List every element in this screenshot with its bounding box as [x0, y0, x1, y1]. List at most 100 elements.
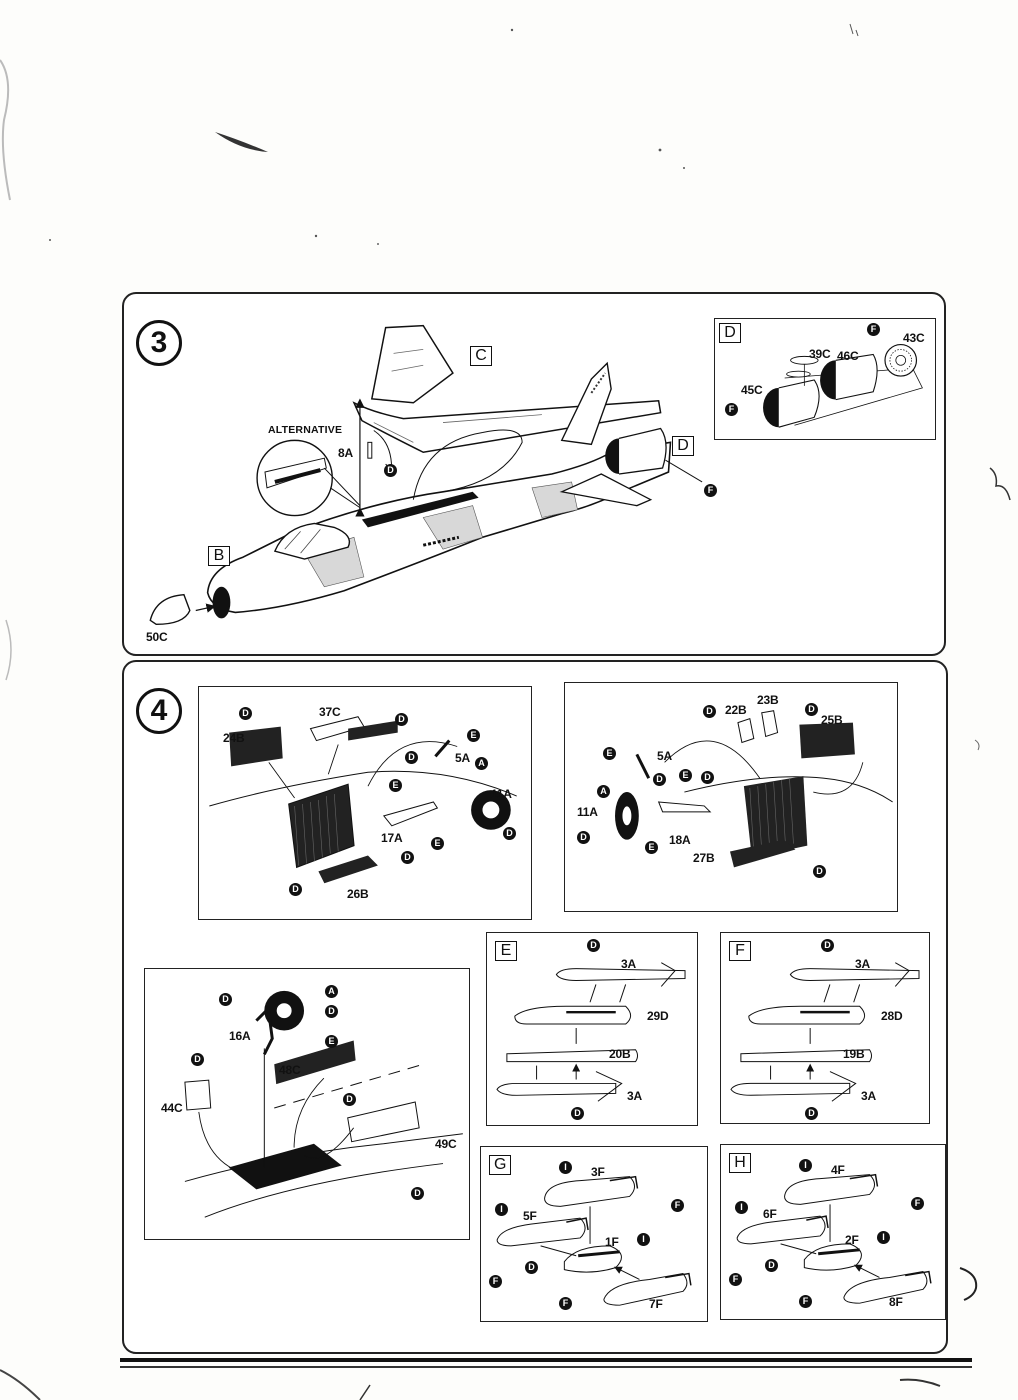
weapon-option-f-frame: F 3A 28D 19B 3A D D	[720, 932, 930, 1124]
part-11a-label: 11A	[491, 787, 512, 801]
weapon-option-e-frame: E 3A 29D 20B 3A D D	[486, 932, 698, 1126]
option-tag-g: G	[489, 1155, 512, 1175]
part-37c-label: 37C	[319, 705, 341, 719]
page-bottom-rule	[120, 1358, 972, 1362]
option-e-part-20b: 20B	[609, 1047, 631, 1061]
paint-marker-d: D	[384, 464, 397, 477]
step-4-panel: 4 24B 37C 5A 11A 17A 26B D D D E A E E D	[122, 660, 948, 1354]
part-50c-label: 50C	[146, 630, 168, 644]
option-h-part-6f: 6F	[763, 1207, 777, 1221]
option-h-marker-d: D	[765, 1259, 778, 1272]
option-h-marker-f-bottom: F	[799, 1295, 812, 1308]
weapon-option-h-frame: H 4F 6F 2F 8F I F I I D F F	[720, 1144, 946, 1320]
option-h-marker-f-left: F	[729, 1273, 742, 1286]
part-26b-label: 26B	[347, 887, 369, 901]
weapon-option-f-drawing	[730, 962, 920, 1102]
part-5a-label-right: 5A	[657, 749, 672, 763]
part-23b-label: 23B	[757, 693, 779, 707]
part-48c-label: 48C	[279, 1063, 301, 1077]
option-tag-e: E	[495, 941, 517, 961]
left-gear-marker-d5: D	[401, 851, 414, 864]
weapon-option-g-frame: G 3F 5F 1F 7F I F I I D F F	[480, 1146, 708, 1322]
option-h-part-8f: 8F	[889, 1295, 903, 1309]
weapon-option-e-drawing	[496, 962, 686, 1102]
option-g-marker-i-left: I	[495, 1203, 508, 1216]
right-gear-marker-a: A	[597, 785, 610, 798]
part-22b-label: 22B	[725, 703, 747, 717]
step-4-number: 4	[136, 688, 182, 734]
nose-gear-marker-d2: D	[325, 1005, 338, 1018]
inset-marker-f-top: F	[867, 323, 880, 336]
left-gear-marker-d2: D	[395, 713, 408, 726]
alternative-caption: ALTERNATIVE	[268, 424, 343, 436]
option-g-marker-f-bottom: F	[559, 1297, 572, 1310]
part-49c-label: 49C	[435, 1137, 457, 1151]
option-e-part-3a-top: 3A	[621, 957, 636, 971]
aircraft-assembly-drawing	[149, 324, 703, 626]
left-gear-marker-e3: E	[431, 837, 444, 850]
option-f-part-3a-top: 3A	[855, 957, 870, 971]
inset-tag-d: D	[719, 323, 741, 343]
part-group-tag-b: B	[208, 546, 230, 566]
option-g-marker-i-right: I	[637, 1233, 650, 1246]
nose-gear-frame: 16A 48C 44C 49C D A D E D D D	[144, 968, 470, 1240]
option-g-marker-f-left: F	[489, 1275, 502, 1288]
part-25b-label: 25B	[821, 713, 843, 727]
option-g-marker-f-right: F	[671, 1199, 684, 1212]
right-gear-marker-d5: D	[577, 831, 590, 844]
nose-gear-marker-d5: D	[411, 1187, 424, 1200]
part-5a-label: 5A	[455, 751, 470, 765]
part-27b-label: 27B	[693, 851, 715, 865]
weapon-option-h-drawing	[736, 1173, 932, 1304]
part-16a-label: 16A	[229, 1029, 251, 1043]
part-44c-label: 44C	[161, 1101, 183, 1115]
option-e-marker-d-bottom: D	[571, 1107, 584, 1120]
option-f-marker-d-top: D	[821, 939, 834, 952]
part-45c-label: 45C	[741, 383, 763, 397]
part-8a-label: 8A	[338, 446, 353, 460]
left-gear-marker-d3: D	[405, 751, 418, 764]
option-h-marker-i-left: I	[735, 1201, 748, 1214]
option-h-marker-i-top: I	[799, 1159, 812, 1172]
right-gear-marker-d1: D	[703, 705, 716, 718]
option-h-part-4f: 4F	[831, 1163, 845, 1177]
option-e-part-29d: 29D	[647, 1009, 669, 1023]
nose-gear-drawing	[184, 990, 463, 1218]
option-tag-h: H	[729, 1153, 751, 1173]
option-f-marker-d-bottom: D	[805, 1107, 818, 1120]
weapon-option-g-drawing	[496, 1175, 692, 1306]
right-gear-marker-d3: D	[653, 773, 666, 786]
option-f-part-19b: 19B	[843, 1047, 865, 1061]
nose-gear-marker-d4: D	[343, 1093, 356, 1106]
option-h-marker-i-right: I	[877, 1231, 890, 1244]
right-gear-marker-e1: E	[603, 747, 616, 760]
step-3-panel: 3	[122, 292, 946, 656]
right-gear-marker-e3: E	[645, 841, 658, 854]
left-main-gear-drawing	[209, 716, 517, 884]
right-gear-marker-d6: D	[813, 865, 826, 878]
part-18a-label: 18A	[669, 833, 691, 847]
part-39c-label: 39C	[809, 347, 831, 361]
part-group-tag-c: C	[470, 346, 492, 366]
option-f-part-28d: 28D	[881, 1009, 903, 1023]
option-g-marker-d: D	[525, 1261, 538, 1274]
left-gear-marker-a: A	[475, 757, 488, 770]
exhaust-detail-drawing	[763, 343, 923, 428]
part-group-tag-d: D	[672, 436, 694, 456]
page-bottom-rule-thin	[120, 1366, 972, 1368]
option-g-marker-i-top: I	[559, 1161, 572, 1174]
left-gear-marker-d6: D	[289, 883, 302, 896]
nose-gear-marker-a: A	[325, 985, 338, 998]
left-gear-marker-e1: E	[467, 729, 480, 742]
part-24b-label: 24B	[223, 731, 245, 745]
step-3-number: 3	[136, 320, 182, 366]
right-gear-marker-e2: E	[679, 769, 692, 782]
right-main-gear-drawing	[615, 710, 893, 868]
nose-gear-marker-d3: D	[191, 1053, 204, 1066]
part-11a-label-right: 11A	[577, 805, 598, 819]
nose-gear-marker-e: E	[325, 1035, 338, 1048]
left-main-gear-frame: 24B 37C 5A 11A 17A 26B D D D E A E E D D…	[198, 686, 532, 920]
right-gear-marker-d2: D	[805, 703, 818, 716]
option-h-part-2f: 2F	[845, 1233, 859, 1247]
exhaust-detail-inset: D 39C 46C 43C 45C F F	[714, 318, 936, 440]
